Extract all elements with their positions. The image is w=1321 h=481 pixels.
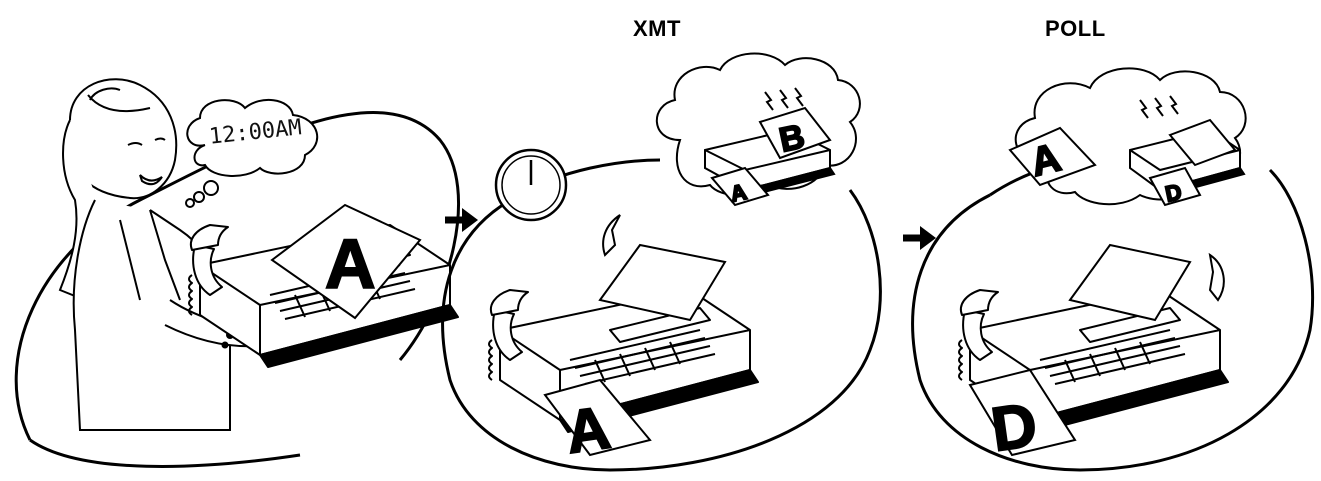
- document-icon: A: [270, 203, 422, 320]
- lightning-icon: [1208, 252, 1225, 302]
- document-icon: D: [968, 368, 1077, 466]
- poll-label: POLL: [1045, 16, 1106, 41]
- scene-3-ellipse: [911, 168, 1315, 472]
- xmt-label: XMT: [633, 16, 681, 41]
- clock-icon: [494, 148, 568, 222]
- scene-3-output-letter: D: [987, 390, 1041, 465]
- lightning-icon: [764, 91, 774, 111]
- lightning-icon: [602, 214, 621, 257]
- document-icon: D: [1148, 166, 1202, 208]
- scene-2-ellipse: [441, 189, 882, 472]
- document-icon: B A: [710, 106, 832, 208]
- scene-1-document-letter: A: [325, 225, 376, 303]
- scene-3-cloud-output-letter: D: [1163, 179, 1184, 207]
- scene-2: B A A: [441, 52, 936, 472]
- scene-2-cloud-output-letter: A: [728, 179, 749, 207]
- scene-1: A: [14, 78, 478, 468]
- scene-2-output-letter: A: [562, 394, 614, 466]
- scene-3: A D D: [911, 67, 1315, 472]
- document-icon: A: [1008, 126, 1097, 187]
- thought-cloud-icon: [185, 98, 319, 208]
- document-icon: A: [543, 378, 652, 467]
- lightning-icon: [1139, 99, 1149, 119]
